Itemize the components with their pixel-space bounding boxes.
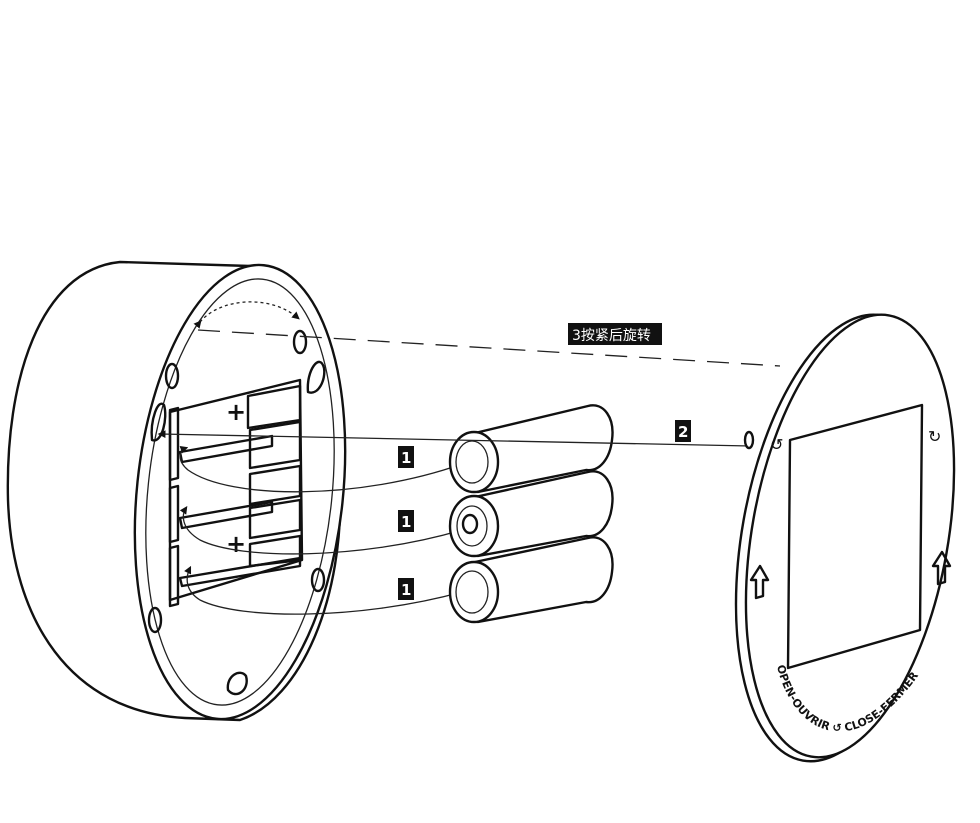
step-badge-1-mid: 1 [398, 510, 414, 532]
svg-text:1: 1 [401, 449, 411, 467]
mount-hole-top-left [164, 362, 180, 390]
battery-middle [448, 470, 614, 558]
alignment-lines [157, 329, 781, 447]
step-badge-3: 3按紧后旋转 [568, 323, 662, 345]
svg-text:2: 2 [678, 423, 688, 441]
battery-bottom [448, 536, 614, 624]
attach-guide-line [157, 430, 751, 447]
svg-text:1: 1 [401, 581, 411, 599]
mount-hole-mid-right [310, 567, 326, 593]
mount-slot-right [306, 360, 326, 394]
polarity-plus-lower: + [226, 530, 246, 558]
mount-hole-top-right [292, 329, 308, 355]
dashed-rotation-guide [197, 329, 781, 367]
battery-top [448, 404, 614, 494]
rotate-cw-icon: ↻ [928, 427, 941, 446]
up-arrow-icon [749, 564, 770, 600]
cover-latch-tab [743, 430, 755, 450]
cover-display-window [786, 403, 924, 670]
step-badge-2: 2 [675, 420, 691, 442]
step-badge-1-bottom: 1 [398, 578, 414, 600]
front-cover: ↺ ↻ OPEN-OUVRIR ↺ CLOSE-FERMER [734, 313, 956, 763]
polarity-plus-upper: + [226, 398, 246, 426]
housing-inner-rim [145, 278, 335, 706]
svg-text:1: 1 [401, 513, 411, 531]
insert-arrow-mid [179, 506, 463, 555]
mount-hole-bottom-left [147, 606, 163, 634]
up-arrow-icon-right [931, 550, 952, 586]
insert-arrow-bottom [184, 565, 463, 615]
insert-arrow-top [179, 446, 463, 493]
mount-slot-bottom [226, 671, 248, 696]
rotate-ccw-icon: ↺ [770, 435, 783, 454]
step-badge-1-top: 1 [398, 446, 414, 468]
batteries [448, 404, 614, 624]
base-housing: + + [6, 260, 463, 722]
svg-text:3按紧后旋转: 3按紧后旋转 [572, 328, 651, 344]
battery-positive-nub [461, 513, 479, 535]
